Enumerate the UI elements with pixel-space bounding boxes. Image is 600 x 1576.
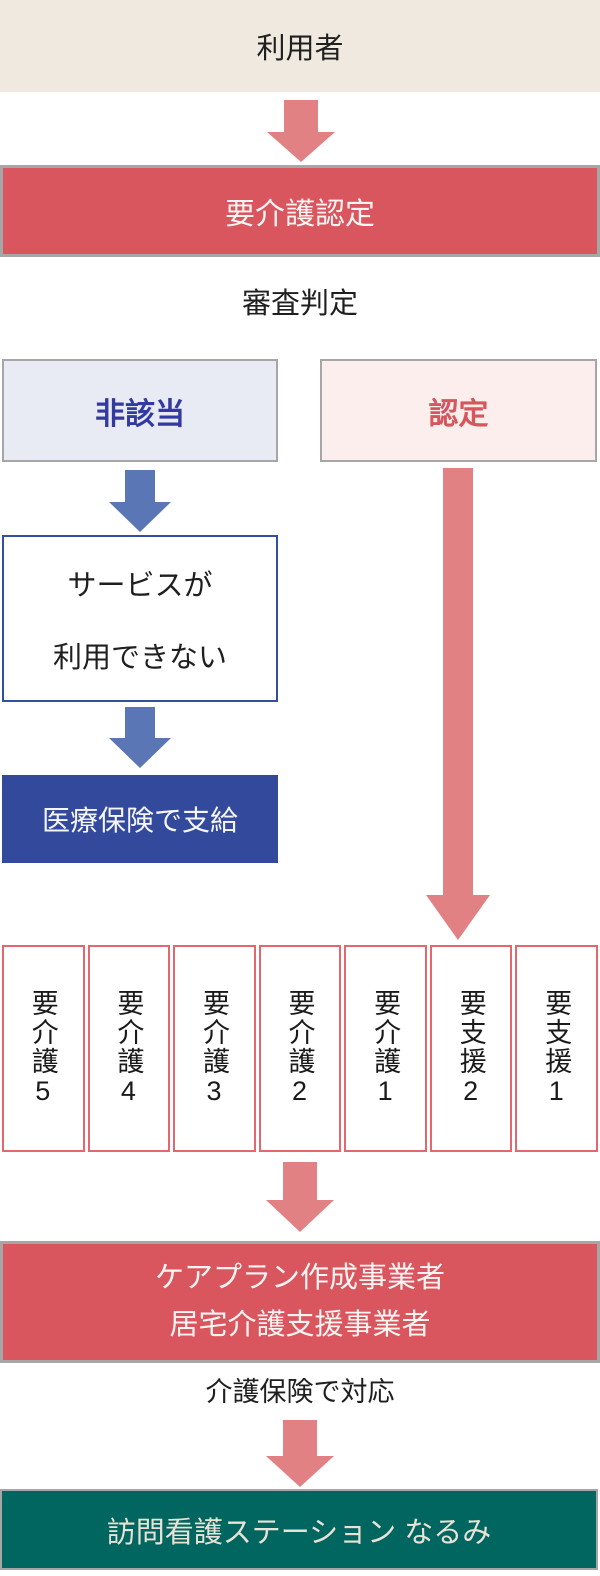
care-level-cell: 要支援2 [429, 945, 513, 1152]
long-down-arrow-icon [426, 468, 490, 940]
not-applicable-box: 非該当 [2, 359, 278, 462]
certified-box: 認定 [320, 359, 597, 462]
careplan-box: ケアプラン作成事業者 居宅介護支援事業者 [0, 1241, 600, 1363]
no-service-line-2: 利用できない [52, 641, 227, 674]
certification-box-label: 要介護認定 [225, 198, 375, 231]
medical-insurance-box: 医療保険で支給 [2, 775, 278, 863]
care-level-cell: 要介護4 [87, 945, 171, 1152]
careplan-line-1: ケアプラン作成事業者 [154, 1262, 445, 1295]
care-levels-row: 要介護5 要介護4 要介護3 要介護2 要介護1 要支援2 要支援1 [2, 945, 599, 1152]
down-arrow-icon [266, 1162, 334, 1232]
care-level-cell: 要介護2 [258, 945, 342, 1152]
down-arrow-icon [267, 100, 335, 162]
careplan-line-2: 居宅介護支援事業者 [169, 1309, 431, 1341]
medical-insurance-box-label: 医療保険で支給 [41, 805, 238, 836]
no-service-line-1: サービスが [67, 569, 213, 602]
down-arrow-icon [109, 707, 171, 768]
narumi-station-box: 訪問看護ステーション なるみ [0, 1489, 598, 1570]
not-applicable-box-label: 非該当 [95, 397, 185, 431]
care-level-cell: 要介護3 [173, 945, 256, 1152]
certified-box-label: 認定 [428, 397, 489, 431]
no-service-box: サービスが 利用できない [2, 535, 278, 702]
down-arrow-icon [266, 1420, 334, 1487]
down-arrow-icon [109, 470, 171, 532]
narumi-station-label: 訪問看護ステーション なるみ [106, 1516, 492, 1549]
care-level-cell: 要支援1 [515, 945, 599, 1152]
user-box-label: 利用者 [256, 33, 344, 65]
care-level-cell: 要介護5 [2, 945, 85, 1152]
user-box: 利用者 [0, 0, 600, 92]
insurance-response-label: 介護保険で対応 [205, 1376, 395, 1407]
care-level-cell: 要介護1 [344, 945, 427, 1152]
screening-label: 審査判定 [241, 288, 358, 320]
certification-box: 要介護認定 [0, 165, 600, 257]
